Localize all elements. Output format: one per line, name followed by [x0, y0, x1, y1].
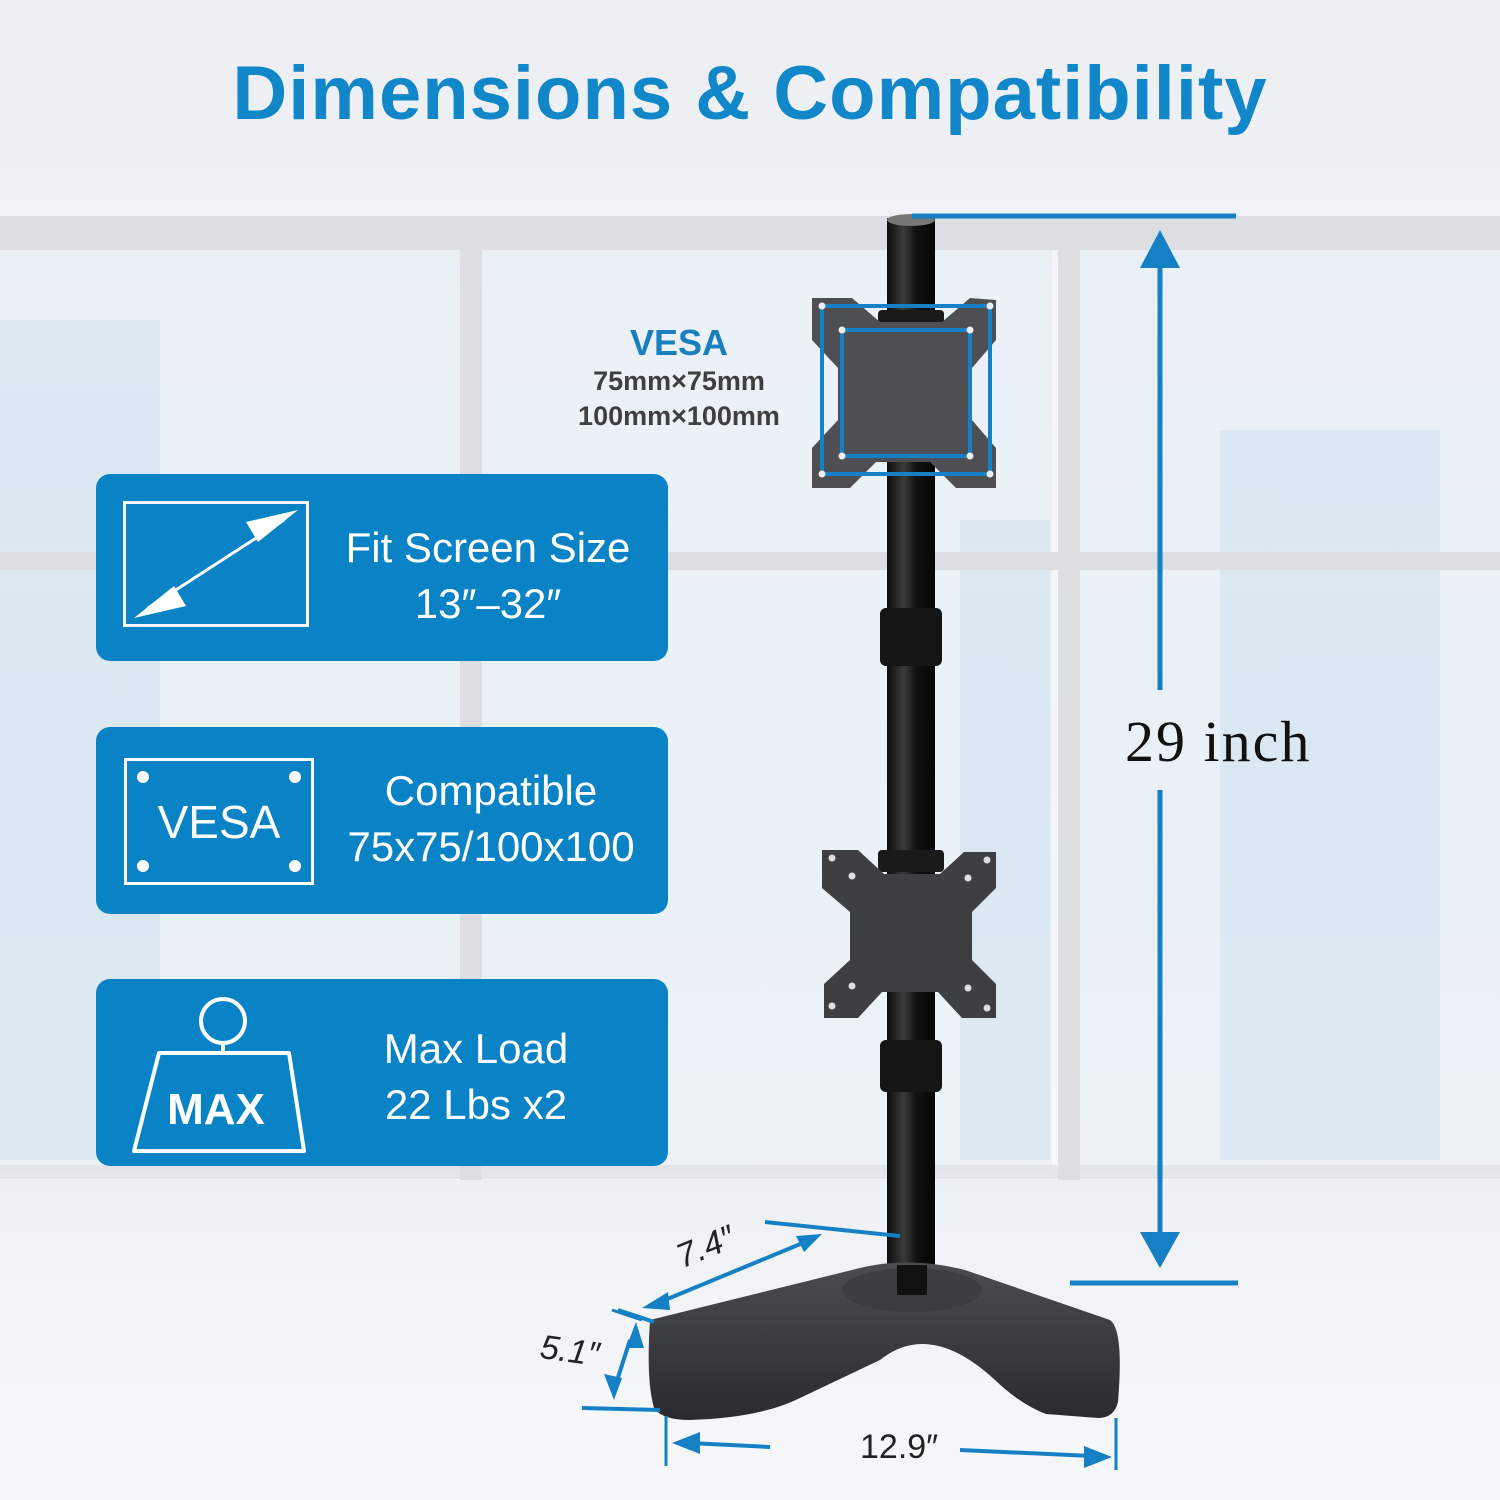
base-width-label: 12.9″ — [860, 1428, 939, 1466]
window-mullion — [1058, 250, 1080, 1180]
upper-vesa-plate — [812, 298, 996, 488]
width-dimension-lines — [664, 1416, 1118, 1470]
feature-card-title: Compatible — [384, 767, 598, 814]
vesa-callout: VESA 75mm×75mm 100mm×100mm — [560, 322, 798, 434]
window-sill — [0, 1165, 1500, 1179]
height-dimension-lines — [912, 213, 1238, 1286]
vesa-plate-icon: VESA — [124, 758, 314, 885]
vesa-callout-size-100: 100mm×100mm — [578, 401, 780, 431]
vesa-callout-heading: VESA — [629, 322, 729, 363]
window-pane — [1080, 250, 1500, 1170]
page-title: Dimensions & Compatibility — [232, 51, 1268, 136]
height-dimension-label: 29 inch — [1125, 709, 1312, 774]
city-building — [1220, 430, 1440, 1160]
vesa-callout-size-75: 75mm×75mm — [593, 366, 765, 396]
feature-card-vesa: VESA Compatible 75x75/100x100 — [96, 727, 668, 914]
feature-card-title: Max Load — [383, 1025, 569, 1072]
feature-card-screen-size: Fit Screen Size 13″–32″ — [96, 474, 668, 661]
diagonal-screen-icon — [123, 501, 309, 627]
feature-card-value: 75x75/100x100 — [347, 823, 635, 870]
feature-card-title: Fit Screen Size — [345, 524, 631, 571]
window-frame-top — [0, 216, 1500, 250]
foot-width-label: 5.1″ — [537, 1328, 602, 1374]
feature-card-max-load: MAX Max Load 22 Lbs x2 — [96, 979, 668, 1166]
stand-base — [648, 1262, 1120, 1420]
vesa-icon-text: VESA — [157, 796, 281, 848]
feature-card-value: 13″–32″ — [414, 580, 562, 627]
max-icon-text: MAX — [167, 1085, 265, 1134]
weight-icon: MAX — [126, 991, 306, 1156]
lower-vesa-plate — [822, 850, 996, 1018]
city-building — [960, 520, 1050, 1160]
feature-card-value: 22 Lbs x2 — [384, 1081, 568, 1128]
foot-dimension-lines — [581, 1308, 661, 1412]
